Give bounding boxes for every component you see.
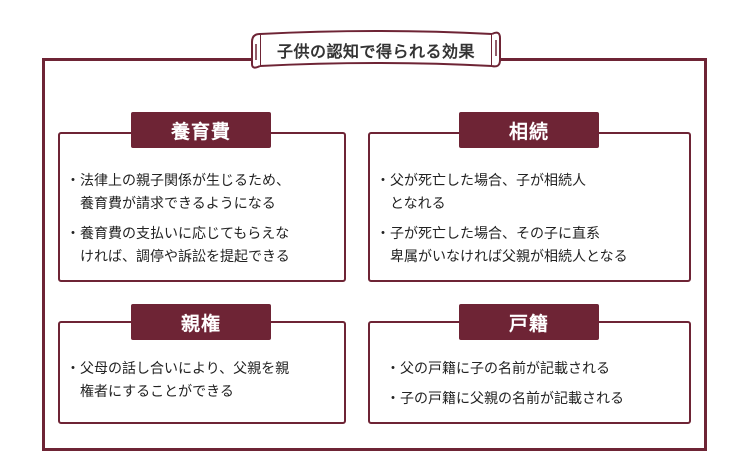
page-title: 子供の認知で得られる効果 <box>276 42 475 61</box>
list-item: ・法律上の親子関係が生じるため、養育費が請求できるようになる <box>66 173 290 212</box>
card-inheritance <box>368 132 691 282</box>
item-list-child-support: ・法律上の親子関係が生じるため、養育費が請求できるようになる ・養育費の支払いに… <box>66 170 290 276</box>
list-item: ・父の戸籍に子の名前が記載される <box>386 361 610 377</box>
card-label-child-support: 養育費 <box>131 112 271 148</box>
card-label-inheritance: 相続 <box>459 112 599 148</box>
list-item: ・子の戸籍に父親の名前が記載される <box>386 391 624 407</box>
list-item: ・父母の話し合いにより、父親を親権者にすることができる <box>66 361 290 400</box>
item-list-family-register: ・父の戸籍に子の名前が記載される ・子の戸籍に父親の名前が記載される <box>386 358 624 418</box>
list-item: ・父が死亡した場合、子が相続人となれる <box>376 173 586 212</box>
card-label-family-register: 戸籍 <box>459 304 599 340</box>
card-label-custody: 親権 <box>131 304 271 340</box>
item-list-custody: ・父母の話し合いにより、父親を親権者にすることができる <box>66 358 289 411</box>
list-item: ・子が死亡した場合、その子に直系卑属がいなければ父親が相続人となる <box>376 226 628 265</box>
list-item: ・養育費の支払いに応じてもらえなければ、調停や訴訟を提起できる <box>66 226 290 265</box>
item-list-inheritance: ・父が死亡した場合、子が相続人となれる ・子が死亡した場合、その子に直系卑属がい… <box>376 170 628 276</box>
scroll-ribbon-icon <box>251 30 501 69</box>
title-banner: 子供の認知で得られる効果 <box>246 26 506 74</box>
card-child-support <box>58 132 346 282</box>
